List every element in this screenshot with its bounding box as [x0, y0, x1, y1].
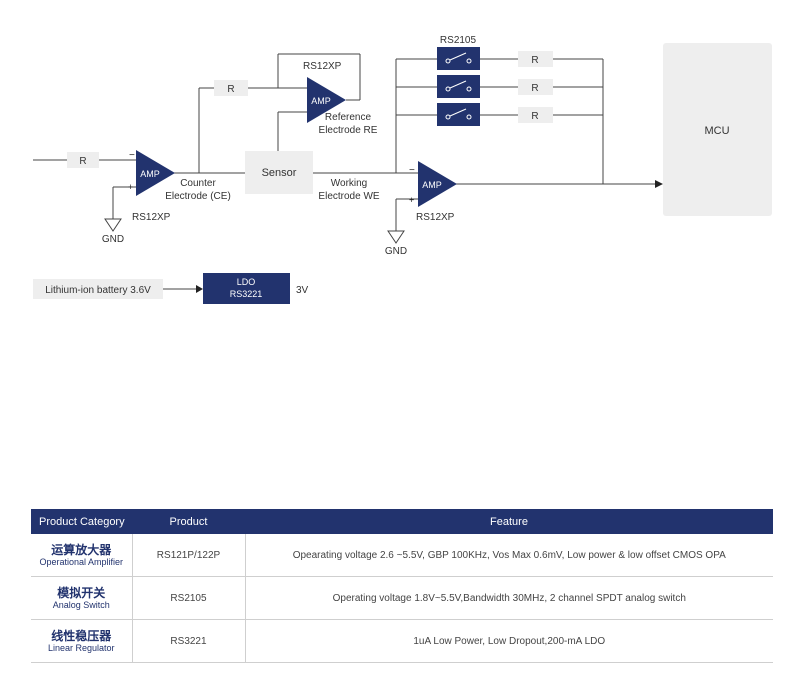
counter-electrode-label-1: Counter: [180, 178, 216, 189]
resistor-feedback-3: [518, 107, 553, 123]
reference-electrode-label-2: Electrode RE: [319, 125, 378, 136]
sensor-label: Sensor: [262, 167, 297, 179]
switch-3-pole-icon: [445, 114, 451, 120]
category-cell: 线性稳压器 Linear Regulator: [31, 619, 132, 663]
resistor-input: [67, 152, 99, 168]
product-cell: RS3221: [131, 619, 245, 663]
category-cell: 模拟开关 Analog Switch: [31, 576, 132, 620]
ldo-box: [203, 273, 290, 304]
resistor-feedback-1: [518, 51, 553, 67]
switch-2-contact-icon: [466, 86, 472, 92]
switch-1: [437, 47, 480, 70]
arrow-to-ldo-icon: [196, 285, 203, 293]
table-header-row: Product Category Product Feature: [31, 509, 773, 534]
table-row: 线性稳压器 Linear Regulator RS3221 1uA Low Po…: [31, 619, 773, 663]
ground-ce-label: GND: [102, 234, 124, 245]
feature-cell: Opearating voltage 2.6 ~5.5V, GBP 100KHz…: [244, 534, 773, 577]
amp-we-part: RS12XP: [416, 212, 455, 223]
switch-1-box: [437, 47, 480, 70]
reference-electrode-label-1: Reference: [325, 112, 372, 123]
amp-ce-label: AMP: [140, 169, 160, 179]
resistor-ce-label: R: [227, 84, 234, 95]
battery-label: Lithium-ion battery 3.6V: [45, 285, 151, 296]
sensor-box: [245, 151, 313, 194]
header-product-category: Product Category: [31, 509, 132, 534]
amp-we-minus: −: [409, 165, 415, 176]
ground-we-icon: [387, 230, 405, 244]
category-en: Analog Switch: [52, 599, 110, 610]
product-cell: RS2105: [131, 576, 245, 620]
feature-cell: Operating voltage 1.8V~5.5V,Bandwidth 30…: [244, 576, 773, 620]
category-cn: 线性稳压器: [51, 628, 112, 643]
working-electrode-label-2: Electrode WE: [318, 191, 379, 202]
header-product: Product: [132, 509, 245, 534]
ldo-output-label: 3V: [296, 285, 309, 296]
switch-part: RS2105: [440, 35, 477, 46]
amp-we-plus: +: [409, 195, 414, 205]
switch-2-lever-icon: [449, 80, 467, 89]
switch-3: [437, 103, 480, 126]
amp-re-label: AMP: [311, 96, 331, 106]
amp-re-icon: [307, 77, 346, 123]
ground-ce-icon: [104, 218, 122, 232]
switch-1-contact-icon: [466, 58, 472, 64]
category-cell: 运算放大器 Operational Amplifier: [31, 534, 132, 577]
resistor-feedback-3-label: R: [531, 111, 538, 122]
switch-1-pole-icon: [445, 58, 451, 64]
product-cell: RS121P/122P: [131, 534, 245, 577]
category-en: Linear Regulator: [47, 642, 115, 653]
switch-1-lever-icon: [449, 52, 467, 61]
switch-2: [437, 75, 480, 98]
ldo-label: LDO: [237, 277, 256, 287]
resistor-input-label: R: [79, 156, 86, 167]
header-feature: Feature: [245, 509, 773, 534]
ldo-part: RS3221: [230, 289, 263, 299]
amp-ce-icon: [136, 150, 175, 196]
amp-ce-part: RS12XP: [132, 212, 171, 223]
switch-2-pole-icon: [445, 86, 451, 92]
wires: [33, 53, 656, 290]
arrow-to-mcu-icon: [655, 180, 663, 188]
category-cn: 运算放大器: [51, 542, 112, 557]
feature-cell: 1uA Low Power, Low Dropout,200-mA LDO: [244, 619, 773, 663]
category-cn: 模拟开关: [57, 585, 106, 600]
switch-3-contact-icon: [466, 114, 472, 120]
amp-ce-minus: −: [129, 150, 135, 161]
mcu-box: [663, 43, 772, 216]
product-table: Product Category Product Feature 运算放大器 O…: [31, 509, 773, 663]
battery-box: [33, 279, 163, 299]
switch-3-lever-icon: [449, 108, 467, 117]
switch-3-box: [437, 103, 480, 126]
resistor-feedback-2-label: R: [531, 83, 538, 94]
resistor-feedback-2: [518, 79, 553, 95]
mcu-label: MCU: [704, 125, 729, 137]
switch-2-box: [437, 75, 480, 98]
table-row: 运算放大器 Operational Amplifier RS121P/122P …: [31, 534, 773, 577]
ground-we-label: GND: [385, 246, 407, 257]
resistor-ce: [214, 80, 248, 96]
circuit-diagram: R R R R R AMP − + RS12XP AMP RS12XP AMP …: [33, 35, 772, 304]
amp-we-label: AMP: [422, 180, 442, 190]
working-electrode-label-1: Working: [331, 178, 368, 189]
resistor-feedback-1-label: R: [531, 55, 538, 66]
amp-we-icon: [418, 161, 457, 207]
category-en: Operational Amplifier: [39, 556, 124, 567]
amp-ce-plus: +: [128, 182, 133, 192]
counter-electrode-label-2: Electrode (CE): [165, 191, 231, 202]
amp-re-part: RS12XP: [303, 61, 342, 72]
table-row: 模拟开关 Analog Switch RS2105 Operating volt…: [31, 576, 773, 620]
